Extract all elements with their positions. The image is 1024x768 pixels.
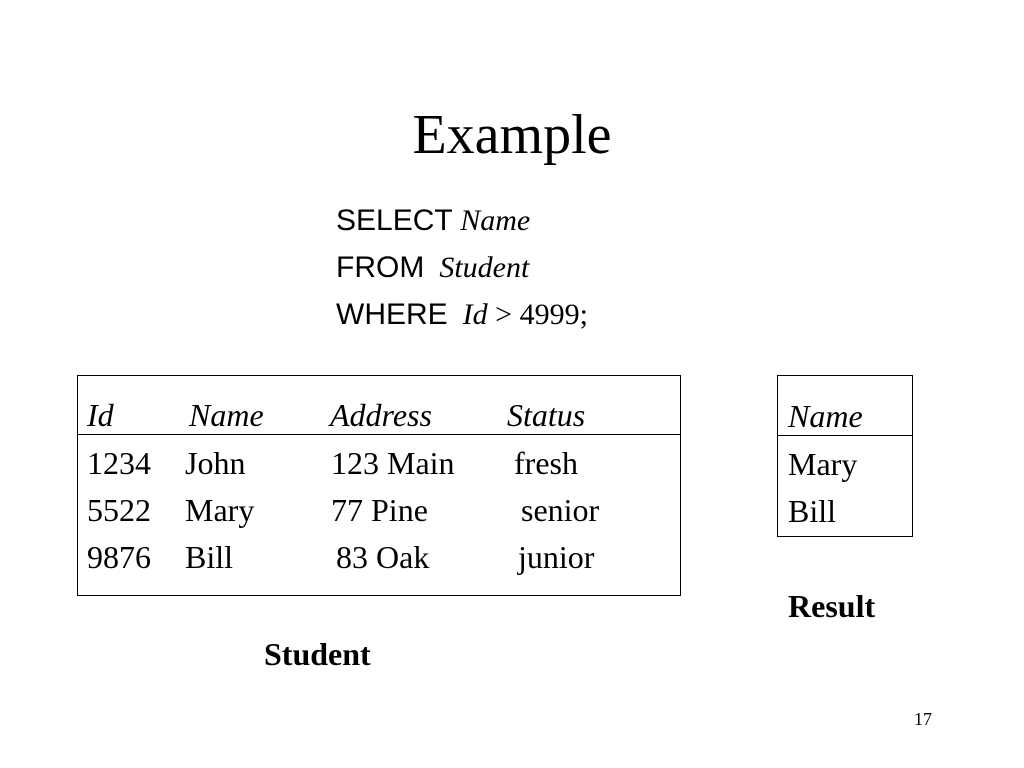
student-row-3-name: Bill bbox=[185, 539, 234, 575]
sql-from-line: FROM Student bbox=[336, 244, 588, 291]
page-number: 17 bbox=[914, 709, 932, 729]
student-row-3-id: 9876 bbox=[87, 539, 151, 575]
result-table: Name Mary Bill bbox=[777, 375, 913, 537]
sql-query: SELECT Name FROM Student WHERE Id > 4999… bbox=[336, 197, 588, 338]
student-row-2-id: 5522 bbox=[87, 492, 151, 528]
student-row-1-name: John bbox=[185, 445, 246, 481]
student-row-1-status: fresh bbox=[514, 445, 578, 481]
sql-select-line: SELECT Name bbox=[336, 197, 588, 244]
student-row-1-id: 1234 bbox=[87, 445, 151, 481]
student-header-status: Status bbox=[507, 397, 586, 433]
student-row-3-address: 83 Oak bbox=[336, 539, 430, 575]
student-row-3-status: junior bbox=[518, 539, 595, 575]
sql-from-keyword: FROM bbox=[336, 251, 425, 284]
result-table-caption: Result bbox=[788, 588, 876, 624]
student-header-id: Id bbox=[87, 397, 114, 433]
student-row-2-name: Mary bbox=[185, 492, 255, 528]
student-header-address: Address bbox=[330, 397, 432, 433]
student-table: Id Name Address Status 1234 John 123 Mai… bbox=[77, 375, 681, 596]
result-table-header-divider bbox=[778, 435, 912, 436]
sql-select-field: Name bbox=[460, 204, 531, 237]
sql-where-line: WHERE Id > 4999; bbox=[336, 291, 588, 338]
result-row-2-name: Bill bbox=[788, 493, 837, 529]
sql-from-table: Student bbox=[439, 251, 530, 284]
student-row-2-address: 77 Pine bbox=[331, 492, 428, 528]
student-table-header-divider bbox=[78, 434, 680, 435]
sql-select-keyword: SELECT bbox=[336, 204, 453, 237]
student-row-1-address: 123 Main bbox=[331, 445, 455, 481]
student-header-name: Name bbox=[189, 397, 264, 433]
sql-where-condition: > 4999; bbox=[495, 298, 588, 331]
result-header-name: Name bbox=[788, 398, 863, 434]
result-row-1-name: Mary bbox=[788, 446, 858, 482]
student-table-caption: Student bbox=[264, 636, 371, 672]
sql-where-field: Id bbox=[462, 298, 488, 331]
slide-title: Example bbox=[412, 104, 612, 166]
sql-where-keyword: WHERE bbox=[336, 298, 448, 331]
student-row-2-status: senior bbox=[521, 492, 600, 528]
